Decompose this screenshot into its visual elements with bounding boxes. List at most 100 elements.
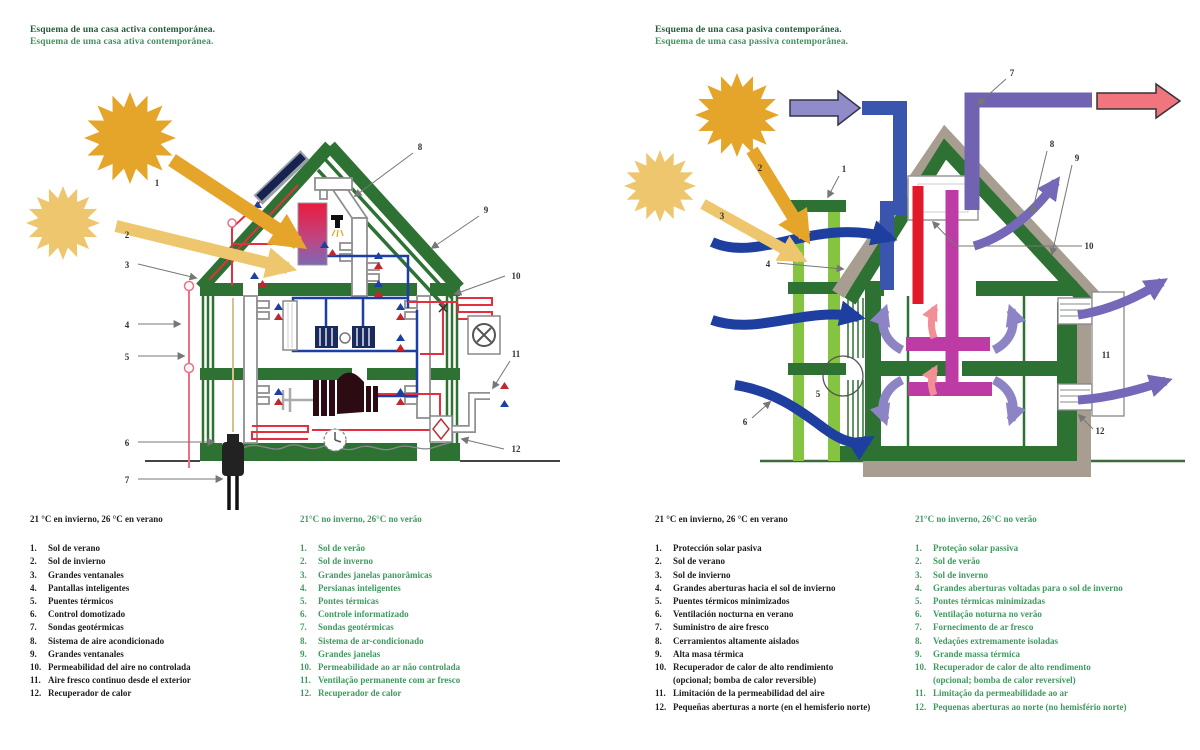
legend-item: 1.Protección solar pasiva	[655, 543, 762, 554]
svg-text:3: 3	[720, 211, 725, 221]
legend-item: 3.Sol de invierno	[655, 569, 731, 580]
legend-item: 4.Persianas inteligentes	[300, 582, 401, 593]
geothermal-probes	[227, 476, 239, 510]
heat-recovery-exchanger	[429, 415, 453, 443]
legend-item: 9.Alta masa térmica	[655, 648, 744, 659]
legend-item: 7.Sondas geotérmicas	[300, 622, 394, 633]
legend-item: 3.Grandes janelas panorâmicas	[300, 569, 433, 580]
title-pt: Esquema de uma casa ativa contemporânea.	[30, 37, 214, 47]
passive-house-title: Esquema de una casa pasiva contemporánea…	[655, 24, 848, 48]
active-house-legend-pt: 21°C no inverno, 26°C no verão 1.Sol de …	[300, 513, 568, 701]
legend-item: 4.Grandes aberturas voltadas para o sol …	[915, 582, 1123, 593]
legend-item: 6.Control domotizado	[30, 609, 126, 620]
legend-item: 6.Ventilación nocturna en verano	[655, 609, 794, 620]
sun-ray-arrows	[700, 146, 811, 263]
legend-item: 12.Recuperador de calor	[300, 688, 402, 699]
svg-text:12: 12	[1096, 426, 1106, 436]
legend-item: 8.Cerramientos altamente aislados	[655, 635, 799, 646]
title-es: Esquema de una casa activa contemporánea…	[30, 25, 216, 35]
outdoor-ac-unit	[467, 315, 501, 355]
legend-item: 1.Proteção solar passiva	[915, 543, 1019, 554]
legend-item: 9.Grande massa térmica	[915, 648, 1020, 659]
active-house-title: Esquema de una casa activa contemporánea…	[30, 24, 215, 48]
glazed-facade-louvres	[847, 298, 864, 444]
warm-air-supply-arrows	[921, 303, 939, 397]
hot-water-tank	[297, 202, 328, 266]
passive-house-legend-pt: 21°C no inverno, 26°C no verão 1.Proteçã…	[915, 513, 1187, 714]
svg-text:10: 10	[512, 271, 522, 281]
legend-item: 11.Limitación de la permeabilidad del ai…	[655, 688, 825, 699]
legend-item: 2.Sol de verano	[655, 556, 726, 567]
legend-item: 10.Recuperador de calor de alto rendimie…	[655, 662, 834, 673]
svg-text:12: 12	[512, 444, 522, 454]
svg-text:1: 1	[155, 178, 160, 188]
legend-item: 10.Permeabilidad del aire no controlada	[30, 662, 191, 673]
timer-clock	[323, 428, 347, 452]
legend-item: 1.Sol de verano	[30, 543, 101, 554]
thermal-bridge-detail-circle	[822, 355, 864, 397]
legend-item: 2.Sol de invierno	[30, 556, 106, 567]
legend-item: 4.Pantallas inteligentes	[30, 582, 130, 593]
domotic-control-unit	[222, 434, 244, 476]
svg-text:8: 8	[1050, 139, 1055, 149]
passive-house-legend-es: 21 °C en invierno, 26 °C en verano 1.Pro…	[655, 513, 910, 714]
svg-text:10: 10	[1085, 241, 1095, 251]
svg-text:9: 9	[484, 205, 489, 215]
legend-item: 2.Sol de verão	[915, 556, 980, 567]
svg-text:2: 2	[125, 230, 130, 240]
room-circulation-arrows	[869, 303, 1027, 427]
callout-numbers: 1 2 3 4 5 6 7 8 9 10 11 12	[720, 68, 1111, 436]
svg-text:6: 6	[743, 417, 748, 427]
summer-sun-icon	[695, 73, 779, 157]
legend-item: 7.Suministro de aire fresco	[655, 622, 769, 633]
legend-item: 12.Pequenas aberturas ao norte (no hemis…	[915, 701, 1127, 712]
temperature-note: 21°C no inverno, 26°C no verão	[300, 514, 422, 524]
legend-item: (opcional; bomba de calor reversible)	[673, 675, 817, 686]
svg-text:4: 4	[766, 259, 771, 269]
temperature-note: 21°C no inverno, 26°C no verão	[915, 514, 1037, 524]
legend-item: 11.Limitação da permeabilidade ao ar	[915, 688, 1068, 699]
svg-text:6: 6	[125, 438, 130, 448]
svg-text:11: 11	[512, 349, 521, 359]
svg-text:4: 4	[125, 320, 130, 330]
winter-sun-icon	[26, 186, 100, 260]
legend-item: 8.Vedações extremamente isoladas	[915, 635, 1058, 646]
faucet-icon	[331, 215, 344, 238]
active-house-diagram: 1 2 3 4 5 6 7 8 9 10 11 12	[26, 92, 560, 510]
legend-item: 3.Grandes ventanales	[30, 569, 124, 580]
smart-screen	[183, 280, 195, 468]
legend-item: 4.Grandes aberturas hacia el sol de invi…	[655, 582, 836, 593]
legend-item: 2.Sol de inverno	[300, 556, 374, 567]
legend-item: 11.Aire fresco continuo desde el exterio…	[30, 675, 191, 686]
legend-item: 5.Pontes térmicas	[300, 596, 379, 607]
legend-item: 10.Permeabilidade ao ar não controlada	[300, 662, 461, 673]
legend-item: 11.Ventilação permanente com ar fresco	[300, 675, 461, 686]
callout-leader-lines	[751, 78, 1094, 430]
svg-text:9: 9	[1075, 153, 1080, 163]
summer-sun-icon	[84, 92, 176, 184]
legend-item: 7.Fornecimento de ar fresco	[915, 622, 1034, 633]
passive-house-diagram: 1 2 3 4 5 6 7 8 9 10 11 12	[624, 68, 1185, 477]
solar-collector	[253, 150, 310, 205]
temperature-note: 21 °C en invierno, 26 °C en verano	[30, 514, 163, 524]
legend-item: 5.Puentes térmicos minimizados	[655, 596, 790, 607]
active-house-legend-es: 21 °C en invierno, 26 °C en verano 1.Sol…	[30, 513, 282, 701]
svg-text:3: 3	[125, 260, 130, 270]
legend-item: 6.Ventilação noturna no verão	[915, 609, 1042, 620]
legend-item: (opcional; bomba de calor reversível)	[933, 675, 1076, 686]
svg-text:8: 8	[418, 142, 423, 152]
title-es: Esquema de una casa pasiva contemporánea…	[655, 25, 842, 35]
winter-sun-icon	[624, 150, 696, 222]
svg-text:2: 2	[758, 163, 763, 173]
legend-item: 6.Controle informatizado	[300, 609, 409, 620]
svg-text:5: 5	[816, 389, 821, 399]
legend-item: 9.Grandes ventanales	[30, 648, 124, 659]
legend-item: 3.Sol de inverno	[915, 569, 989, 580]
legend-item: 5.Puentes térmicos	[30, 596, 114, 607]
legend-item: 10.Recuperador de calor de alto rendimen…	[915, 662, 1091, 673]
fan-coil-units	[315, 326, 375, 348]
callout-leader-lines	[137, 152, 511, 483]
air-intake-arrow	[789, 89, 862, 127]
legend-item: 12.Recuperador de calor	[30, 688, 132, 699]
